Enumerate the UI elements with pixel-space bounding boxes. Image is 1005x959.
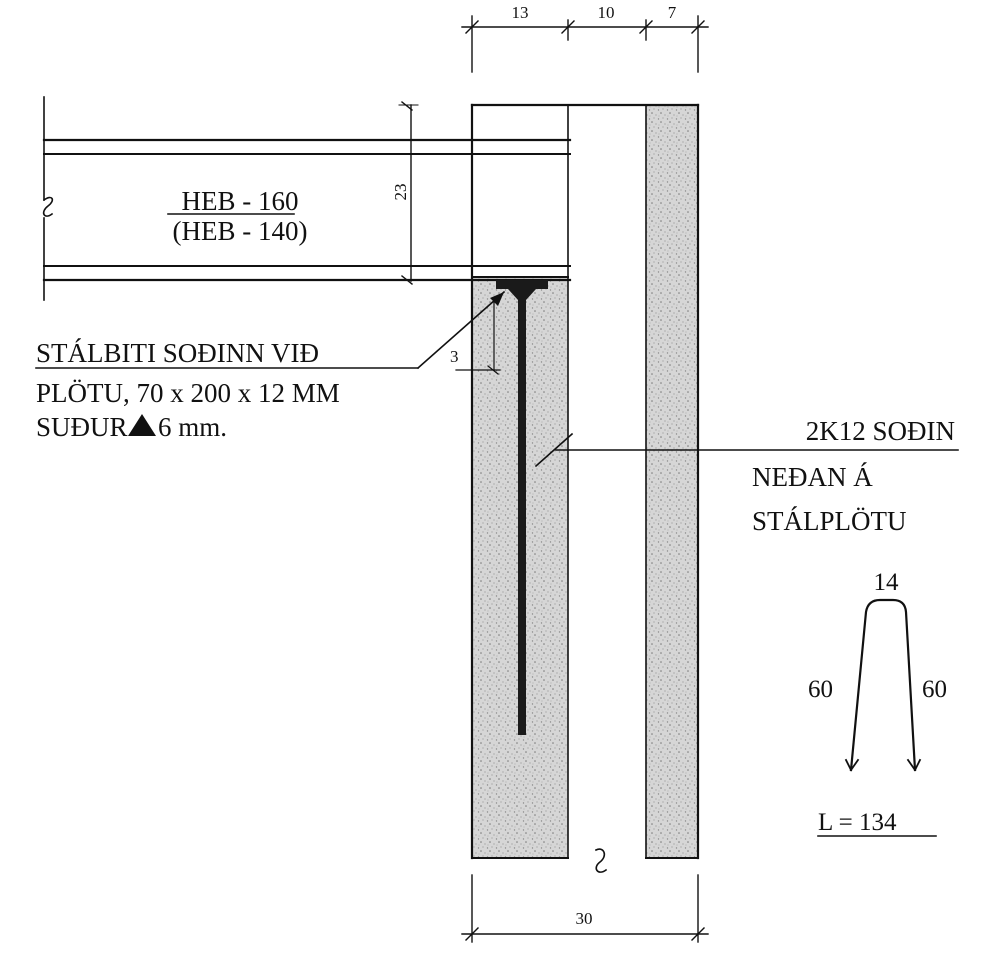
rebar-shape-top: 14 — [874, 569, 900, 596]
left-note-line3-size: 6 mm. — [158, 412, 227, 442]
beam-profile-alt: (HEB - 140) — [173, 216, 308, 246]
bottom-dimension-label: 30 — [576, 909, 593, 928]
right-note-line3: STÁLPLÖTU — [752, 506, 907, 536]
beam-depth-dimension — [398, 101, 419, 285]
rebar-shape — [844, 598, 922, 772]
top-dimension-1: 13 — [512, 3, 529, 22]
delta-icon — [128, 414, 156, 436]
rebar-shape-right-leg: 60 — [922, 676, 947, 703]
right-note-leader — [534, 432, 959, 468]
right-note-line2: NEÐAN Á — [752, 462, 873, 492]
beam-profile-main: HEB - 160 — [182, 186, 299, 216]
bottom-dimension — [461, 874, 709, 943]
top-dimension-2: 10 — [598, 3, 615, 22]
top-dimension-3: 7 — [668, 3, 677, 22]
top-dimension-chain — [461, 15, 709, 73]
left-note-line1: STÁLBITI SOÐINN VIÐ — [36, 338, 319, 368]
outer-concrete-layer — [646, 105, 698, 858]
break-symbol — [42, 196, 54, 217]
rebar-shape-left-leg: 60 — [808, 676, 833, 703]
right-note-line1: 2K12 SOÐIN — [806, 416, 955, 446]
left-note-line2: PLÖTU, 70 x 200 x 12 MM — [36, 378, 340, 408]
plate-offset-dimension — [455, 297, 501, 375]
wall-break-symbol — [594, 848, 608, 873]
steel-plate — [496, 280, 548, 289]
rebar-shape-length: L = 134 — [818, 809, 897, 836]
steel-beam — [42, 96, 572, 301]
rebar-anchor — [508, 289, 536, 735]
plate-offset-label: 3 — [450, 347, 459, 366]
left-note-line3: SUÐUR — [36, 412, 128, 442]
beam-depth-label: 23 — [391, 184, 410, 201]
wall-outline — [470, 103, 700, 860]
left-note-leader — [35, 290, 506, 370]
